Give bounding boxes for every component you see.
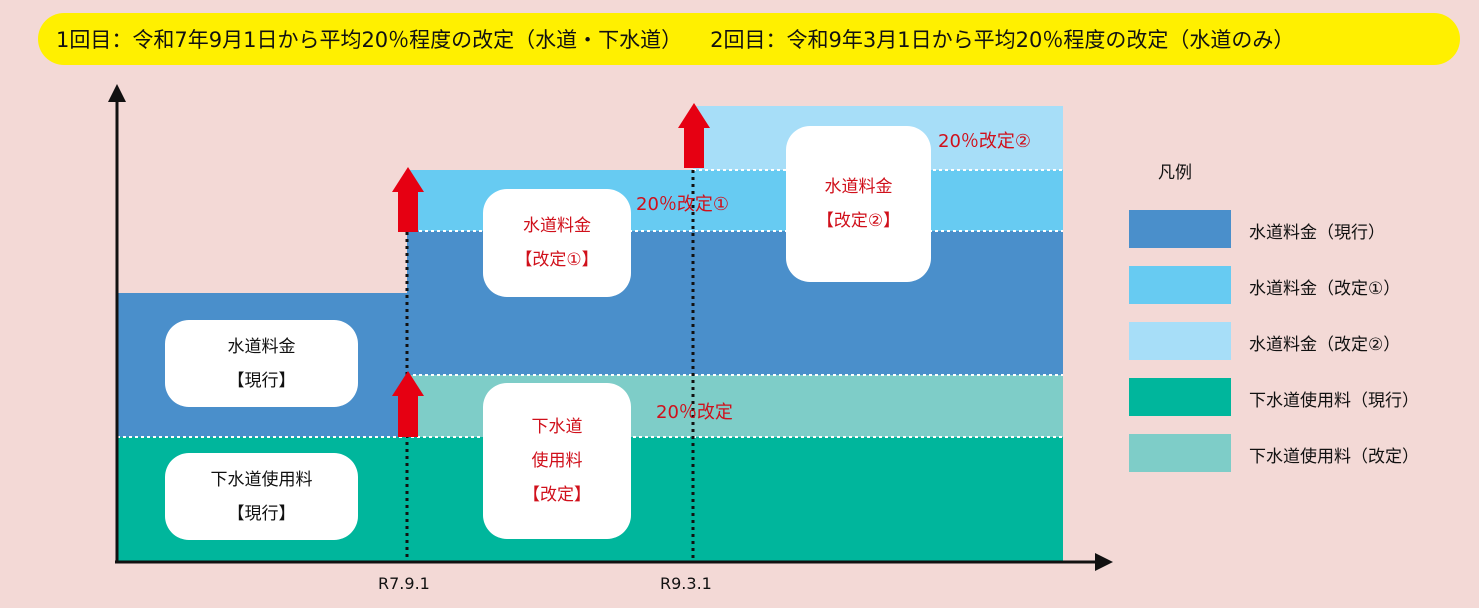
legend-label: 下水道使用料（現行） xyxy=(1249,391,1419,411)
pct-rev2-label: 20％改定② xyxy=(938,131,1032,152)
legend-swatch xyxy=(1129,378,1231,416)
x-axis-arrowhead xyxy=(1095,553,1113,571)
card-sub: 【改定①】 xyxy=(515,250,599,270)
y-axis-arrowhead xyxy=(108,84,126,102)
legend-item: 水道料金（現行） xyxy=(1129,210,1469,248)
arrow-up-icon xyxy=(392,167,424,232)
card-sub: 【改定②】 xyxy=(816,211,901,231)
legend-item: 下水道使用料（現行） xyxy=(1129,378,1469,416)
legend-swatch xyxy=(1129,266,1231,304)
banner: 1回目：令和7年9月1日から平均20％程度の改定（水道・下水道） 2回目：令和9… xyxy=(38,13,1460,65)
legend-item: 水道料金（改定①） xyxy=(1129,266,1469,304)
card-line2: 使用料 xyxy=(531,451,583,471)
sewer-current-card: 下水道使用料 【現行】 xyxy=(165,453,358,540)
legend-label: 水道料金（改定②） xyxy=(1249,335,1401,355)
card-sub: 【現行】 xyxy=(227,370,296,391)
banner-second: 2回目：令和9年3月1日から平均20％程度の改定（水道のみ） xyxy=(710,28,1295,52)
tick-r9: R9.3.1 xyxy=(660,574,712,593)
pct-rev1-label: 20％改定① xyxy=(636,194,730,215)
legend-swatch xyxy=(1129,322,1231,360)
arrow-up-icon xyxy=(392,371,424,437)
pct-sewer-label: 20％改定 xyxy=(656,402,733,423)
water-current-card: 水道料金 【現行】 xyxy=(165,320,358,407)
card-title: 下水道使用料 xyxy=(210,469,313,490)
card-title: 水道料金 xyxy=(523,216,591,236)
legend-item: 水道料金（改定②） xyxy=(1129,322,1469,360)
water-rev1-card: 水道料金 【改定①】 xyxy=(483,189,631,297)
card-sub: 【改定】 xyxy=(523,485,591,505)
card-title: 水道料金 xyxy=(227,336,296,357)
water-rev2-card: 水道料金 【改定②】 xyxy=(786,126,931,282)
sewer-rev-card: 下水道 使用料 【改定】 xyxy=(483,383,631,539)
card-line1: 下水道 xyxy=(531,417,583,437)
legend-item: 下水道使用料（改定） xyxy=(1129,434,1469,472)
tick-r7: R7.9.1 xyxy=(378,574,430,593)
legend-label: 水道料金（改定①） xyxy=(1249,279,1401,299)
legend-title: 凡例 xyxy=(1158,163,1192,183)
legend-swatch xyxy=(1129,210,1231,248)
legend-label: 下水道使用料（改定） xyxy=(1249,447,1419,467)
legend-label: 水道料金（現行） xyxy=(1249,223,1385,243)
legend-swatch xyxy=(1129,434,1231,472)
card-title: 水道料金 xyxy=(824,177,893,197)
arrow-up-icon xyxy=(678,103,710,168)
banner-first: 1回目：令和7年9月1日から平均20％程度の改定（水道・下水道） xyxy=(56,28,683,52)
card-sub: 【現行】 xyxy=(227,503,296,524)
